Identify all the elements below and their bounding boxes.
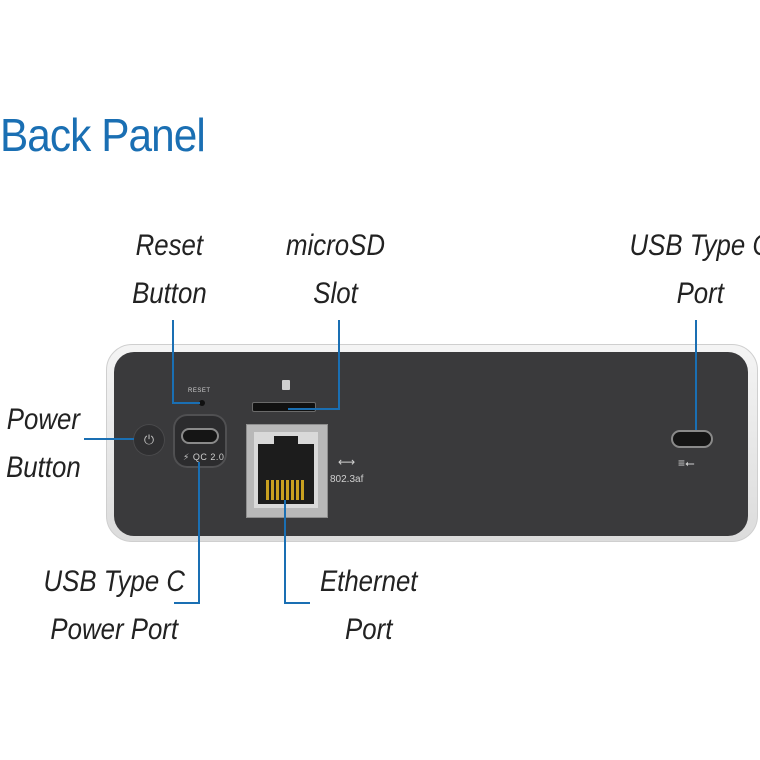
usb-c-power-leader-vertical <box>198 462 200 604</box>
usb-symbol-icon: ≡⭠ <box>678 456 695 470</box>
qc-marking-text: QC 2.0 <box>192 452 225 462</box>
microsd-leader-vertical <box>338 320 340 410</box>
ethernet-leader-horizontal <box>284 602 310 604</box>
reset-button-hole[interactable] <box>199 400 205 406</box>
microsd-slot[interactable] <box>252 402 316 412</box>
reset-button-label: Reset Button <box>132 222 207 318</box>
ethernet-port-label-line2: Port <box>345 613 393 646</box>
usb-c-power-port-label-line2: Power Port <box>50 613 179 646</box>
usb-c-power-port-label-line1: USB Type C <box>43 565 185 598</box>
reset-button-label-line2: Button <box>132 277 207 310</box>
usb-c-power-port[interactable] <box>181 428 219 444</box>
ethernet-leader-vertical <box>284 500 286 604</box>
qc-marking: ⚡ QC 2.0 <box>183 452 225 462</box>
reset-marking: RESET <box>188 388 211 394</box>
power-button-label-line2: Button <box>6 451 81 484</box>
microsd-leader-horizontal <box>288 408 340 410</box>
poe-marking: 802.3af <box>330 474 364 485</box>
page-title: Back Panel <box>0 109 206 161</box>
usb-c-port-label-line1: USB Type C <box>629 229 760 262</box>
ethernet-port-tab <box>274 436 298 446</box>
reset-button-label-line1: Reset <box>135 229 204 262</box>
microsd-slot-label-line2: Slot <box>313 277 358 310</box>
microsd-slot-label-line1: microSD <box>286 229 385 262</box>
power-leader <box>84 438 134 440</box>
bidirectional-arrow-icon: ⟷ <box>338 455 356 469</box>
ethernet-port-label: Ethernet Port <box>320 558 418 654</box>
reset-leader-horizontal <box>172 402 200 404</box>
ethernet-port-label-line1: Ethernet <box>319 565 418 598</box>
usb-c-power-port-label: USB Type C Power Port <box>44 558 185 654</box>
usb-c-port[interactable] <box>671 430 713 448</box>
usb-c-port-label: USB Type C Port <box>630 222 760 318</box>
power-button-label-line1: Power <box>6 403 80 436</box>
usb-c-port-label-line2: Port <box>676 277 724 310</box>
reset-leader-vertical <box>172 320 174 404</box>
usb-c-port-leader <box>695 320 697 430</box>
sd-card-icon <box>282 380 290 390</box>
power-button-label: Power Button <box>6 396 81 492</box>
usb-c-power-leader-horizontal <box>174 602 200 604</box>
ethernet-port-pins <box>266 480 306 500</box>
power-icon[interactable]: ⏻ <box>133 424 165 456</box>
microsd-slot-label: microSD Slot <box>286 222 385 318</box>
